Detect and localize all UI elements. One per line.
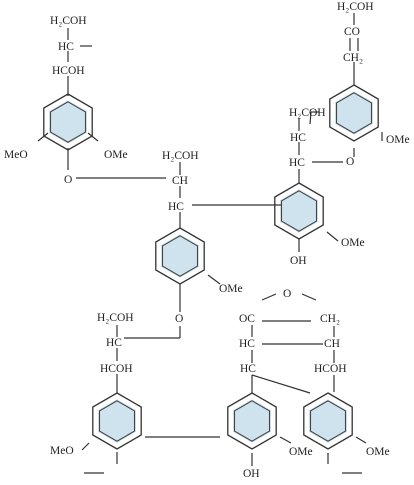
u1-ome: OMe <box>104 149 128 161</box>
ring-middle-fill <box>161 234 199 278</box>
b2-ch2: CH₂ <box>320 313 340 325</box>
ring-bottom-middle-inner <box>233 400 271 442</box>
u2-hc: HC <box>290 132 306 144</box>
b2-oh: OH <box>243 468 260 480</box>
ring-unit2-fill <box>335 91 373 135</box>
b3-ome: OMe <box>366 446 390 458</box>
ring-unit1 <box>43 93 93 151</box>
b2-ch: CH <box>324 338 340 350</box>
ring-middle <box>155 227 205 285</box>
bond-lines <box>37 13 383 474</box>
ring-bottom-middle-outline <box>227 392 277 450</box>
u2-h2coh: H₂COH <box>337 1 374 13</box>
m-ome: OMe <box>219 283 243 295</box>
b1-hcoh: HCOH <box>100 363 133 375</box>
u1-ether-o: O <box>64 174 72 186</box>
ring-bottom-left-outline <box>92 392 142 450</box>
ring-bottom-right-outline <box>303 392 353 450</box>
c-h2coh: H₂COH <box>162 150 199 162</box>
ring-phenolic-fill <box>280 189 318 233</box>
c-hc: HC <box>168 201 184 213</box>
ring-bottom-left-inner <box>98 400 136 442</box>
ring-unit1-fill <box>49 100 87 144</box>
ring-phenolic <box>274 182 324 240</box>
u2-ome: OMe <box>386 134 410 146</box>
b2-ome: OMe <box>289 446 313 458</box>
ring-bottom-right <box>303 392 353 450</box>
u1-meo: MeO <box>4 149 28 161</box>
aromatic-rings <box>43 84 379 450</box>
r-ome: OMe <box>341 237 365 249</box>
ring-phenolic-inner <box>280 190 318 232</box>
ring-bottom-left <box>92 392 142 450</box>
r-oh: OH <box>290 255 307 267</box>
u1-hcoh: HCOH <box>52 65 85 77</box>
u2-ch2: CH₂ <box>343 52 363 64</box>
u1-h2coh: H₂COH <box>50 15 87 27</box>
b1-h2coh: H₂COH <box>97 312 134 324</box>
b2-ring-o: O <box>283 288 291 300</box>
m-ether-o: O <box>175 313 183 325</box>
b1-meo: MeO <box>50 445 74 457</box>
atom-labels: H₂COH HC HCOH MeO OMe O H₂COH CO CH₂ H₂C… <box>4 1 410 480</box>
b2-hc: HC <box>239 338 255 350</box>
ring-middle-inner <box>161 235 199 277</box>
ring-unit1-inner <box>49 101 87 143</box>
u2-h2coh-b: H₂COH <box>289 107 326 119</box>
ring-bottom-middle <box>227 392 277 450</box>
u2-ring-o: O <box>346 156 354 168</box>
b2-hcoh: HCOH <box>314 363 347 375</box>
ring-bottom-right-inner <box>309 400 347 442</box>
u2-hc-b: HC <box>289 157 305 169</box>
ring-bottom-left-fill <box>98 399 136 443</box>
b2-oc: OC <box>239 313 255 325</box>
ring-bottom-middle-fill <box>233 399 271 443</box>
c-ch: CH <box>172 175 188 187</box>
u1-hc: HC <box>58 41 74 53</box>
b1-hc: HC <box>106 337 122 349</box>
u2-co: CO <box>344 26 360 38</box>
ring-unit2 <box>329 84 379 142</box>
ring-unit2-outline <box>329 84 379 142</box>
b2-hc-b: HC <box>240 363 256 375</box>
ring-bottom-right-fill <box>309 399 347 443</box>
ring-unit2-inner <box>335 92 373 134</box>
